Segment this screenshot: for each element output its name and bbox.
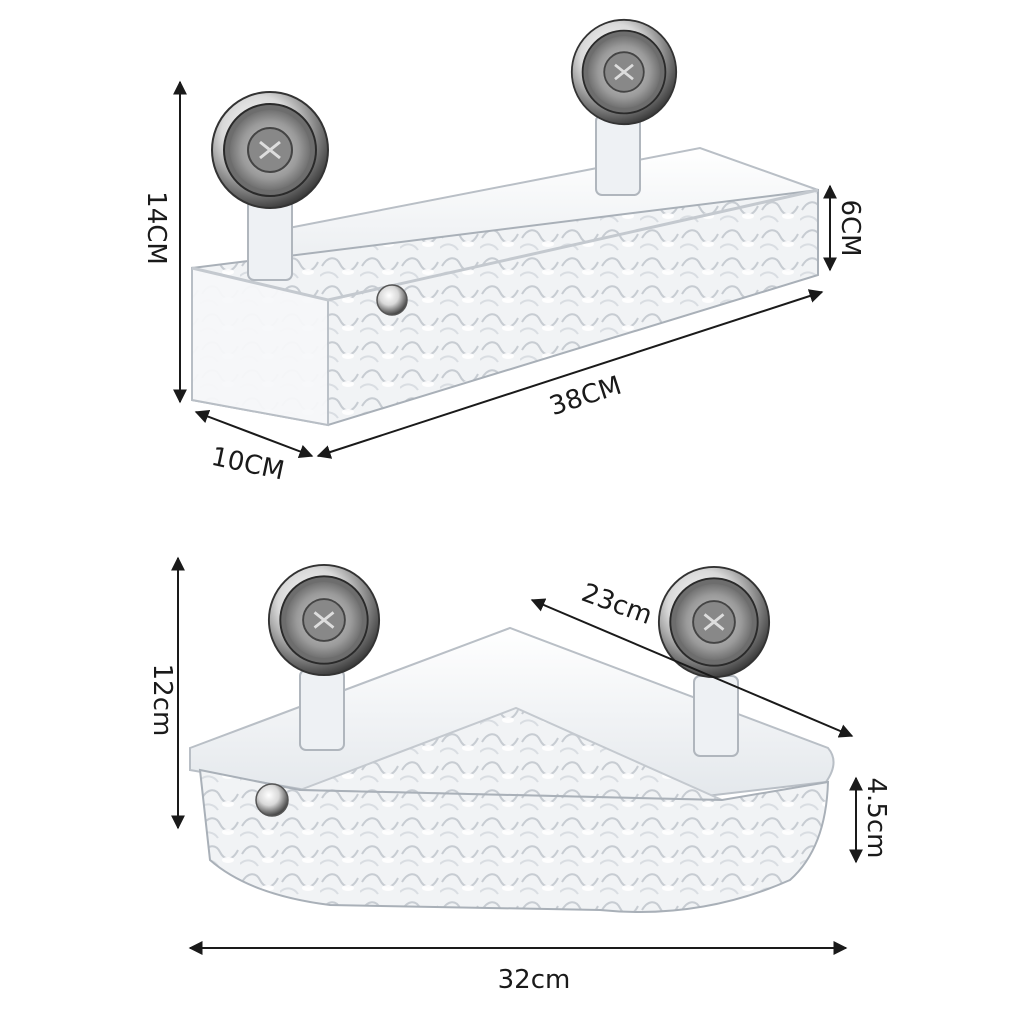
dimension-label-depth: 10CM — [209, 442, 287, 487]
dimension-line-length — [316, 289, 824, 459]
dimension-label-height: 12cm — [147, 664, 177, 737]
dimension-label-side: 23cm — [577, 578, 656, 631]
rectangular-shelf: 14CM 10CM 38CM 6CM — [141, 18, 865, 487]
dimension-label-width: 32cm — [498, 965, 571, 995]
suction-cup-icon — [267, 563, 381, 751]
dimension-label-height: 14CM — [141, 191, 171, 265]
corner-shelf: 12cm 23cm 4.5cm 32cm — [147, 556, 891, 995]
dimension-line-side — [530, 598, 854, 738]
suction-cup-icon — [570, 18, 678, 196]
dimension-label-wall-height: 6CM — [835, 199, 865, 256]
dimension-label-wall-height: 4.5cm — [861, 778, 891, 859]
corner-shelf-front-wall — [198, 768, 830, 913]
suction-cup-icon — [210, 90, 330, 281]
dimension-line-depth — [194, 409, 314, 459]
knob-icon — [376, 284, 408, 316]
knob-icon — [255, 783, 289, 817]
